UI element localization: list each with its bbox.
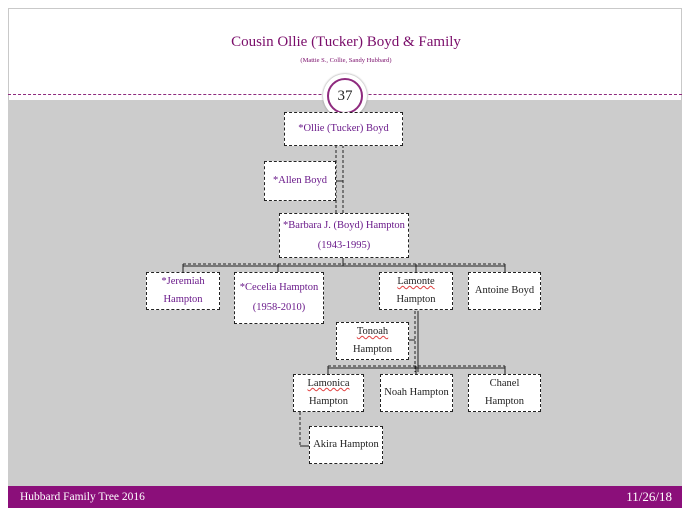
person-last-name: Hampton — [308, 396, 349, 407]
person-lamonica-hampton: Lamonica Hampton — [293, 374, 364, 412]
person-tonoah-hampton: Tonoah Hampton — [336, 322, 409, 360]
person-akira-hampton: Akira Hampton — [309, 426, 383, 464]
person-last-name: Hampton — [484, 396, 525, 407]
person-name: *Cecelia Hampton — [239, 282, 319, 293]
person-first-name: Lamonte — [397, 276, 435, 287]
person-name: Akira Hampton — [313, 439, 379, 450]
person-dates: (1958-2010) — [252, 302, 306, 313]
person-lamonte-hampton: Lamonte Hampton — [379, 272, 453, 310]
page-title: Cousin Ollie (Tucker) Boyd & Family — [231, 34, 461, 50]
person-name: Noah Hampton — [384, 387, 449, 398]
person-first-name: *Jeremiah — [161, 276, 205, 287]
person-antoine-boyd: Antoine Boyd — [468, 272, 541, 310]
person-barbara-hampton: *Barbara J. (Boyd) Hampton (1943-1995) — [279, 213, 409, 258]
person-name: Antoine Boyd — [474, 285, 535, 296]
footer-date: 11/26/18 — [626, 489, 672, 504]
person-chanel-hampton: Chanel Hampton — [468, 374, 541, 412]
footer-title: Hubbard Family Tree 2016 — [20, 491, 145, 503]
person-last-name: Hampton — [352, 344, 393, 355]
person-noah-hampton: Noah Hampton — [380, 374, 453, 412]
person-allen-boyd: *Allen Boyd — [264, 161, 336, 201]
person-dates: (1943-1995) — [317, 239, 371, 251]
person-first-name: Tonoah — [356, 326, 389, 337]
footer-bar — [8, 486, 682, 508]
tree-panel — [8, 100, 682, 486]
person-jeremiah-hampton: *Jeremiah Hampton — [146, 272, 220, 310]
person-first-name: Lamonica — [307, 378, 350, 389]
person-name: *Ollie (Tucker) Boyd — [298, 123, 389, 134]
person-first-name: Chanel — [489, 378, 520, 389]
person-name: *Barbara J. (Boyd) Hampton — [283, 219, 405, 231]
person-last-name: Hampton — [163, 294, 203, 305]
person-cecelia-hampton: *Cecelia Hampton (1958-2010) — [234, 272, 324, 324]
person-last-name: Hampton — [396, 294, 436, 305]
person-name: *Allen Boyd — [273, 175, 327, 186]
person-ollie-boyd: *Ollie (Tucker) Boyd — [284, 112, 403, 146]
page-subtitle: (Mattie S., Collie, Sandy Hubbard) — [300, 57, 392, 64]
